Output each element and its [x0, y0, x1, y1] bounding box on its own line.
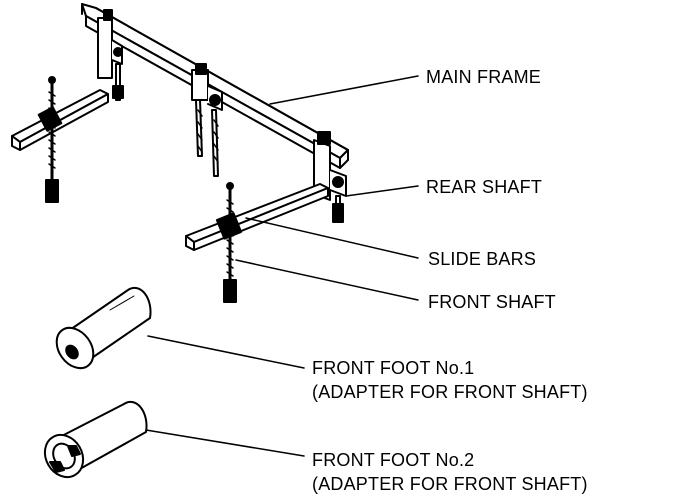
- middle-bracket: [191, 63, 223, 177]
- label-main-frame: MAIN FRAME: [426, 67, 542, 87]
- label-front-foot-2: FRONT FOOT No.2 (ADAPTER FOR FRONT SHAFT…: [312, 448, 588, 496]
- label-front-foot-1: FRONT FOOT No.1 (ADAPTER FOR FRONT SHAFT…: [312, 356, 588, 404]
- right-slide-bar: [185, 183, 329, 251]
- leader-lines: [145, 75, 419, 457]
- label-slide-bars: SLIDE BARS: [428, 249, 537, 269]
- front-foot-1-title: FRONT FOOT No.1: [312, 358, 475, 378]
- front-foot-2-drawing: [43, 400, 148, 479]
- front-threaded-shaft: [223, 182, 237, 303]
- front-foot-2-note: (ADAPTER FOR FRONT SHAFT): [312, 474, 588, 494]
- front-foot-1-drawing: [55, 286, 152, 370]
- front-foot-1-note: (ADAPTER FOR FRONT SHAFT): [312, 382, 588, 402]
- left-threaded-shaft: [45, 76, 59, 203]
- left-slide-bar: [11, 89, 109, 151]
- label-rear-shaft: REAR SHAFT: [426, 177, 543, 197]
- label-front-shaft: FRONT SHAFT: [428, 292, 556, 312]
- front-foot-2-title: FRONT FOOT No.2: [312, 450, 475, 470]
- left-bracket: [97, 9, 124, 101]
